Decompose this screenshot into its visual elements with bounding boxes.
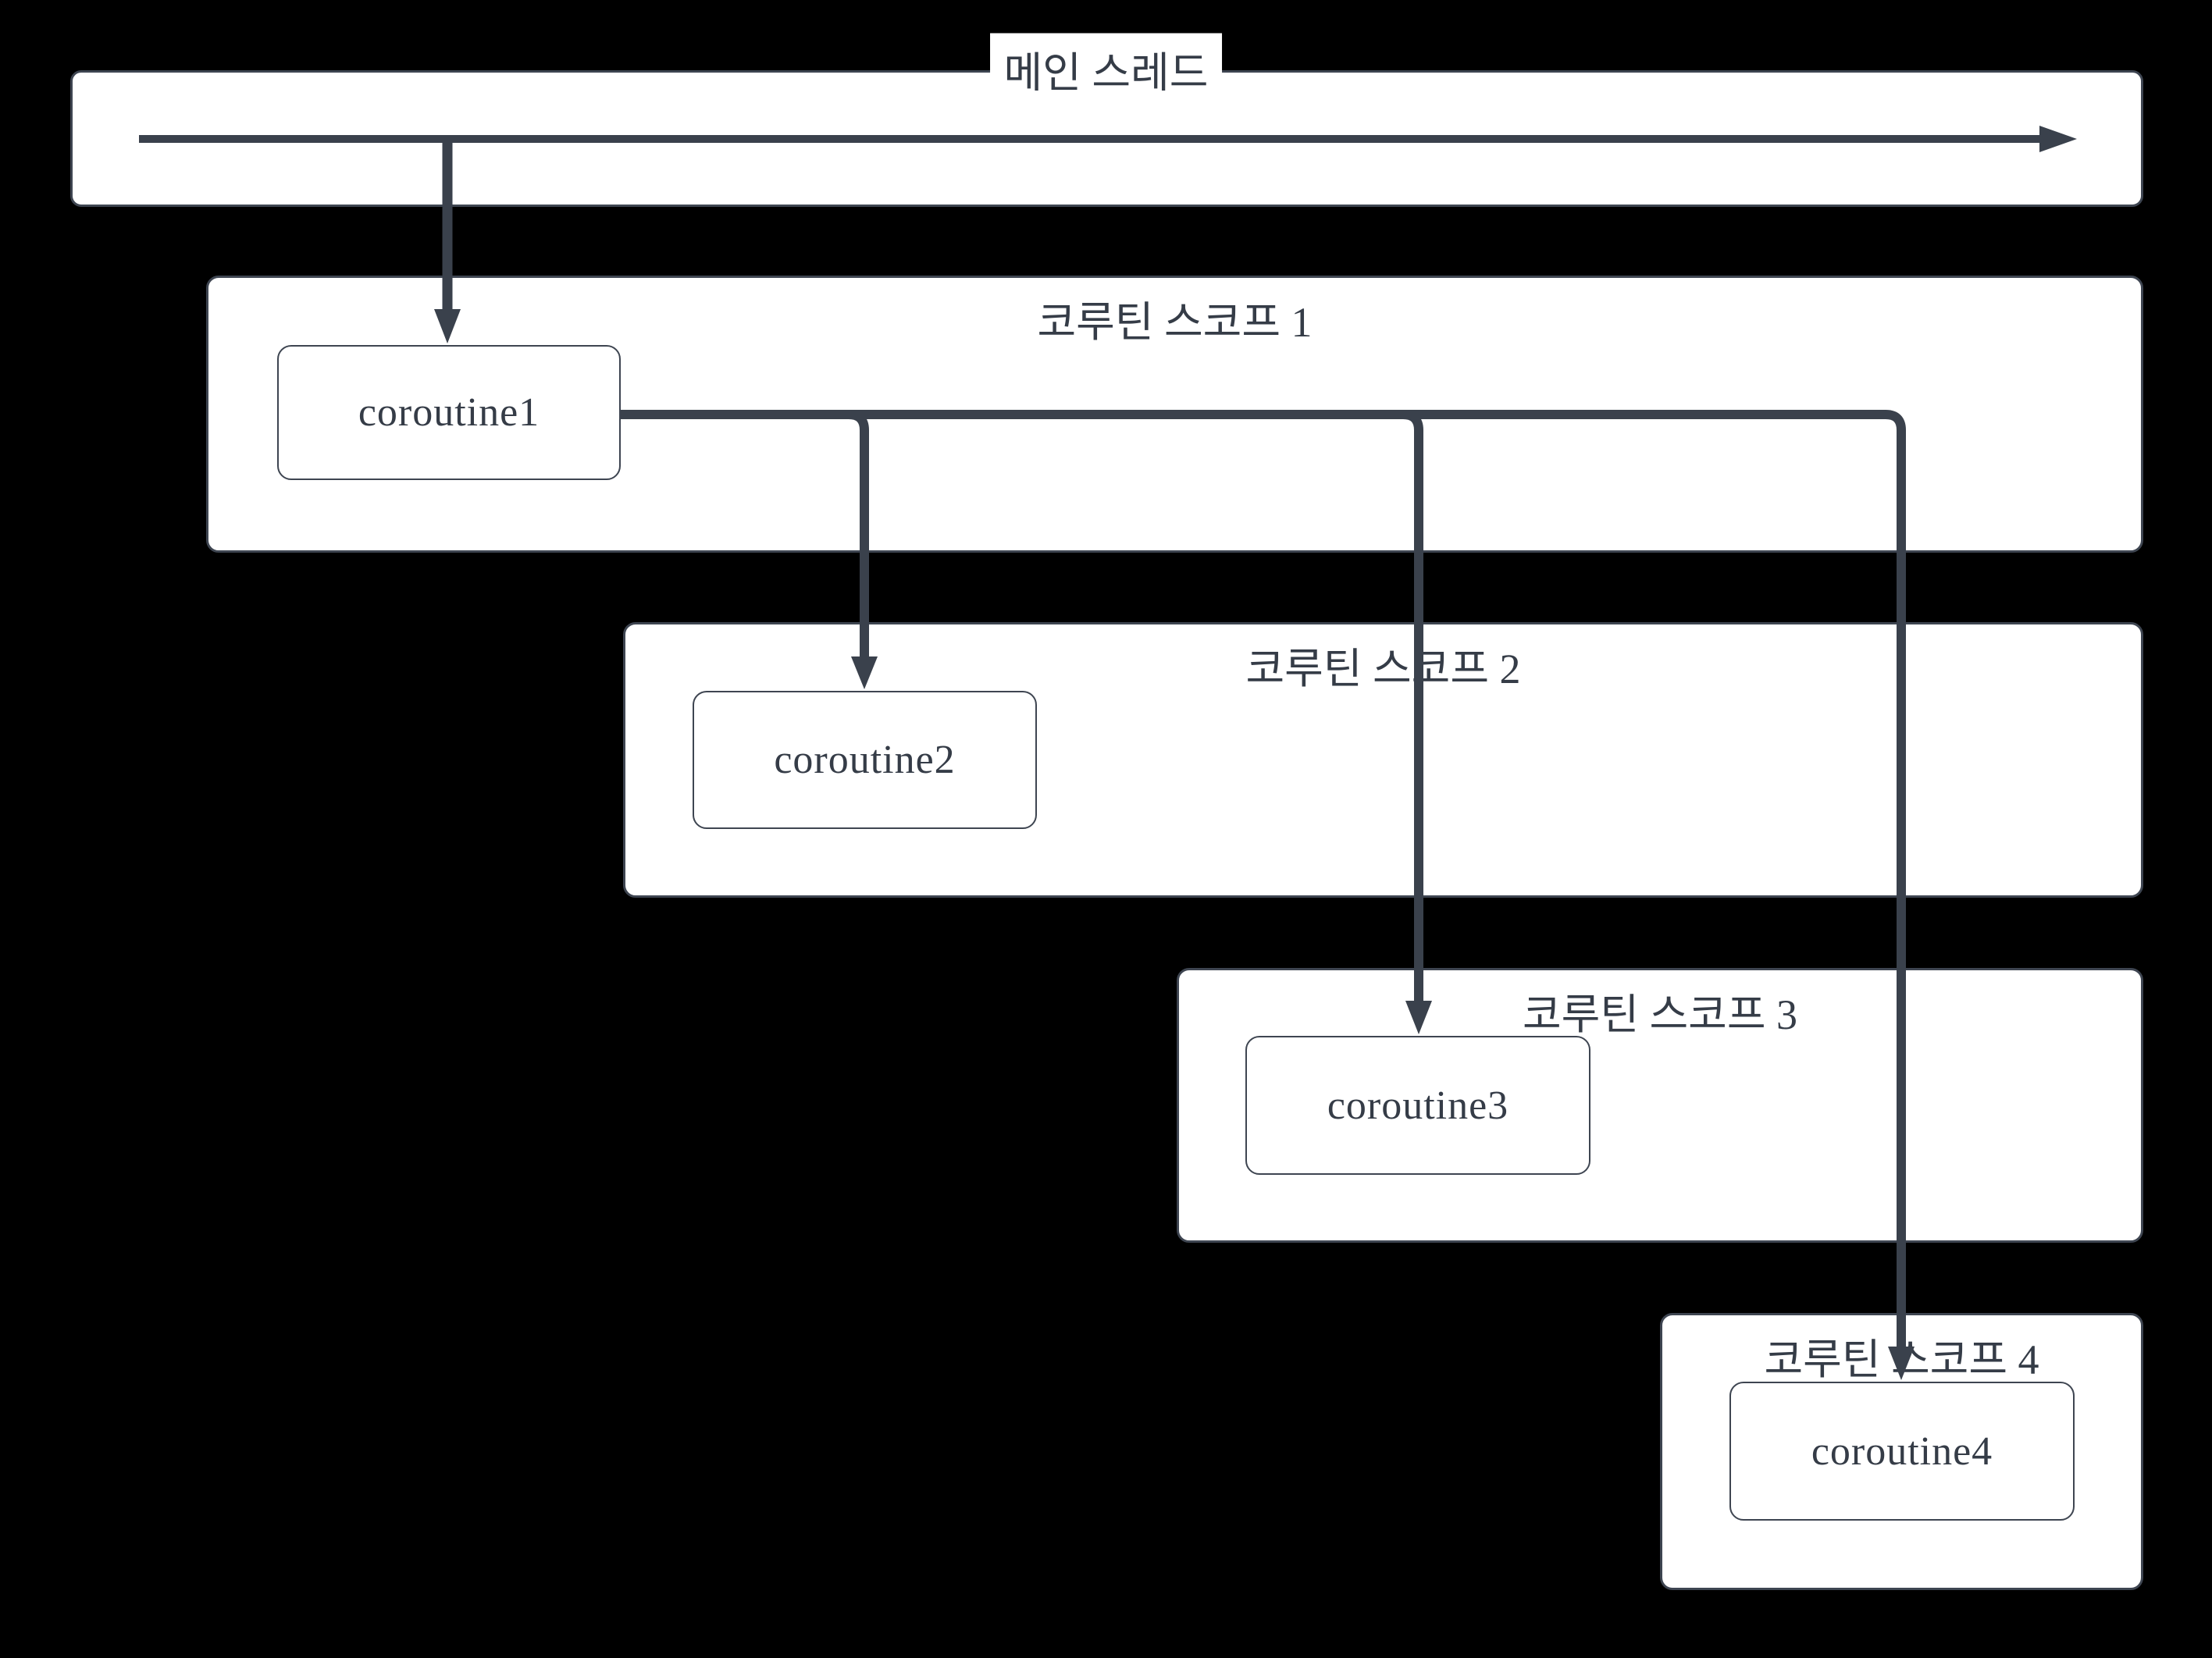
coroutine4-label: coroutine4 [1811, 1429, 1993, 1474]
coroutine4-box: coroutine4 [1729, 1382, 2075, 1521]
coroutine1-box: coroutine1 [277, 345, 621, 480]
scope-4-label: 코루틴 스코프 4 [1764, 1336, 2039, 1383]
coroutine2-label: coroutine2 [774, 738, 956, 782]
coroutine2-box: coroutine2 [693, 691, 1037, 829]
coroutine3-label: coroutine3 [1327, 1083, 1509, 1128]
coroutine1-label: coroutine1 [358, 390, 540, 435]
coroutine3-box: coroutine3 [1245, 1036, 1590, 1175]
scope-2-label: 코루틴 스코프 2 [1245, 646, 1521, 692]
scope-1-label: 코루틴 스코프 1 [1037, 299, 1313, 346]
scope-3-label: 코루틴 스코프 3 [1522, 991, 1798, 1038]
main-thread-label: 메인 스레드 [989, 33, 1223, 105]
